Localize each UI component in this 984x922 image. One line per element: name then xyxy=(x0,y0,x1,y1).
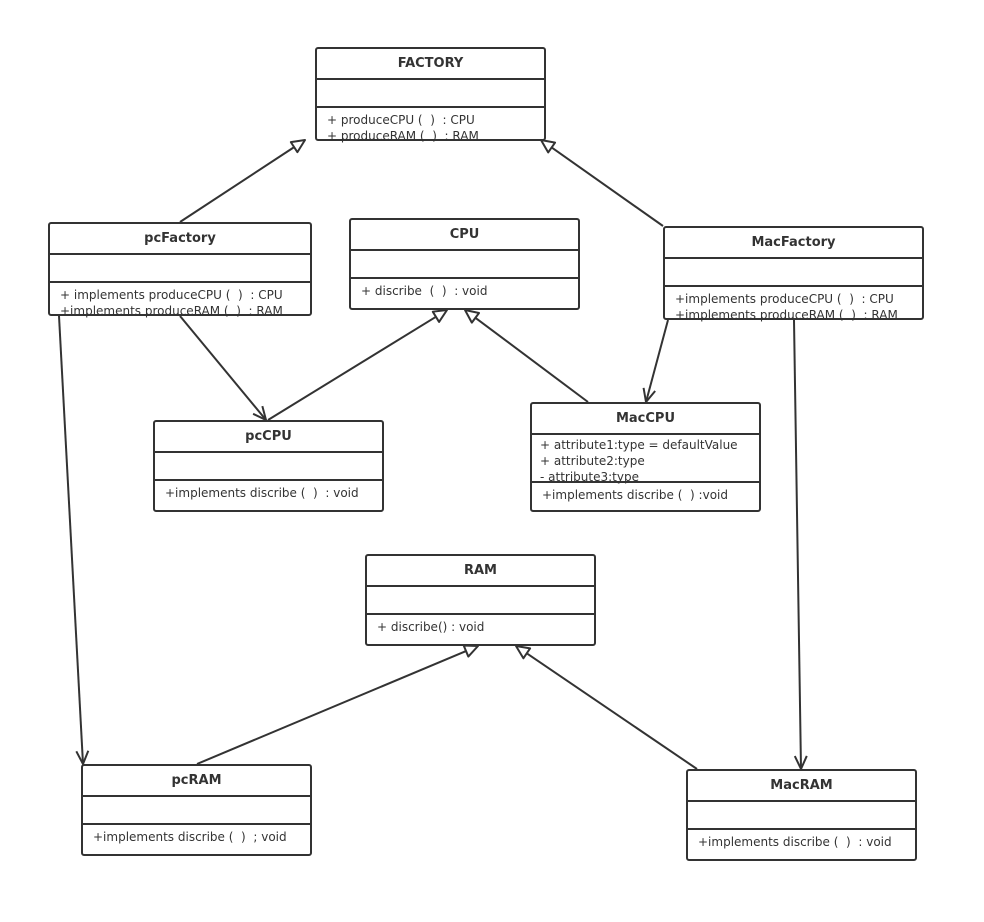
attribute: + attribute2:type xyxy=(540,454,645,468)
class-name: FACTORY xyxy=(317,49,544,80)
operation: +implements produceRAM ( ) : RAM xyxy=(675,308,898,322)
class-factory[interactable]: FACTORY + produceCPU ( ) : CPU + produce… xyxy=(315,47,546,143)
operation: +implements discribe ( ) : void xyxy=(165,486,359,500)
hollow-triangle-arrowhead xyxy=(462,644,479,658)
realization-line xyxy=(196,650,467,765)
class-name: RAM xyxy=(367,556,594,587)
class-name: pcCPU xyxy=(155,422,382,453)
operation: + implements produceCPU ( ) : CPU xyxy=(60,288,283,302)
class-mac-factory[interactable]: MacFactory +implements produceCPU ( ) : … xyxy=(663,226,924,322)
class-mac-cpu[interactable]: MacCPU + attribute1:type = defaultValue … xyxy=(530,402,761,512)
operations-compartment: +implements discribe ( ) : void xyxy=(155,481,382,510)
operations-compartment: +implements discribe ( ) :void xyxy=(532,483,759,510)
operation: +implements discribe ( ) :void xyxy=(542,488,728,502)
dependency-line xyxy=(645,319,669,403)
class-name: MacFactory xyxy=(665,228,922,259)
operation: + discribe ( ) : void xyxy=(361,284,488,298)
class-mac-ram[interactable]: MacRAM +implements discribe ( ) : void xyxy=(686,769,917,861)
realization-line xyxy=(267,315,437,421)
dependency-line xyxy=(58,315,84,765)
operation: +implements produceCPU ( ) : CPU xyxy=(675,292,894,306)
attributes-compartment xyxy=(155,453,382,481)
class-pc-ram[interactable]: pcRAM +implements discribe ( ) ; void xyxy=(81,764,312,856)
class-cpu[interactable]: CPU + discribe ( ) : void xyxy=(349,218,580,310)
realization-line xyxy=(526,652,698,770)
attribute: - attribute3:type xyxy=(540,470,639,484)
hollow-triangle-arrowhead xyxy=(431,309,448,323)
attributes-compartment xyxy=(367,587,594,615)
operations-compartment: + produceCPU ( ) : CPU + produceRAM ( ) … xyxy=(317,108,544,146)
class-name: pcFactory xyxy=(50,224,310,255)
operation: +implements produceRAM ( ) : RAM xyxy=(60,304,283,318)
class-name: pcRAM xyxy=(83,766,310,797)
attributes-compartment xyxy=(351,251,578,279)
class-pc-factory[interactable]: pcFactory + implements produceCPU ( ) : … xyxy=(48,222,312,318)
hollow-triangle-arrowhead xyxy=(289,139,306,154)
operations-compartment: +implements discribe ( ) ; void xyxy=(83,825,310,854)
operation: + produceRAM ( ) : RAM xyxy=(327,129,479,143)
class-pc-cpu[interactable]: pcCPU +implements discribe ( ) : void xyxy=(153,420,384,512)
hollow-triangle-arrowhead xyxy=(515,645,532,660)
operations-compartment: +implements produceCPU ( ) : CPU +implem… xyxy=(665,287,922,325)
operation: +implements discribe ( ) ; void xyxy=(93,830,287,844)
attributes-compartment xyxy=(83,797,310,825)
attributes-compartment: + attribute1:type = defaultValue + attri… xyxy=(532,435,759,484)
attribute: + attribute1:type = defaultValue xyxy=(540,438,738,452)
attributes-compartment xyxy=(665,259,922,287)
hollow-triangle-arrowhead xyxy=(464,309,481,324)
class-name: MacRAM xyxy=(688,771,915,802)
operations-compartment: + discribe ( ) : void xyxy=(351,279,578,308)
dependency-line xyxy=(179,315,267,421)
operations-compartment: +implements discribe ( ) : void xyxy=(688,830,915,859)
realization-line xyxy=(474,316,589,403)
operation: +implements discribe ( ) : void xyxy=(698,835,892,849)
attributes-compartment xyxy=(317,80,544,108)
class-name: CPU xyxy=(351,220,578,251)
hollow-triangle-arrowhead xyxy=(540,139,557,154)
attributes-compartment xyxy=(50,255,310,283)
operation: + discribe() : void xyxy=(377,620,485,634)
realization-line xyxy=(179,146,295,223)
realization-line xyxy=(551,146,664,227)
operations-compartment: + implements produceCPU ( ) : CPU +imple… xyxy=(50,283,310,321)
operations-compartment: + discribe() : void xyxy=(367,615,594,644)
class-ram[interactable]: RAM + discribe() : void xyxy=(365,554,596,646)
operation: + produceCPU ( ) : CPU xyxy=(327,113,475,127)
class-name: MacCPU xyxy=(532,404,759,435)
attributes-compartment xyxy=(688,802,915,830)
dependency-line xyxy=(793,319,802,770)
